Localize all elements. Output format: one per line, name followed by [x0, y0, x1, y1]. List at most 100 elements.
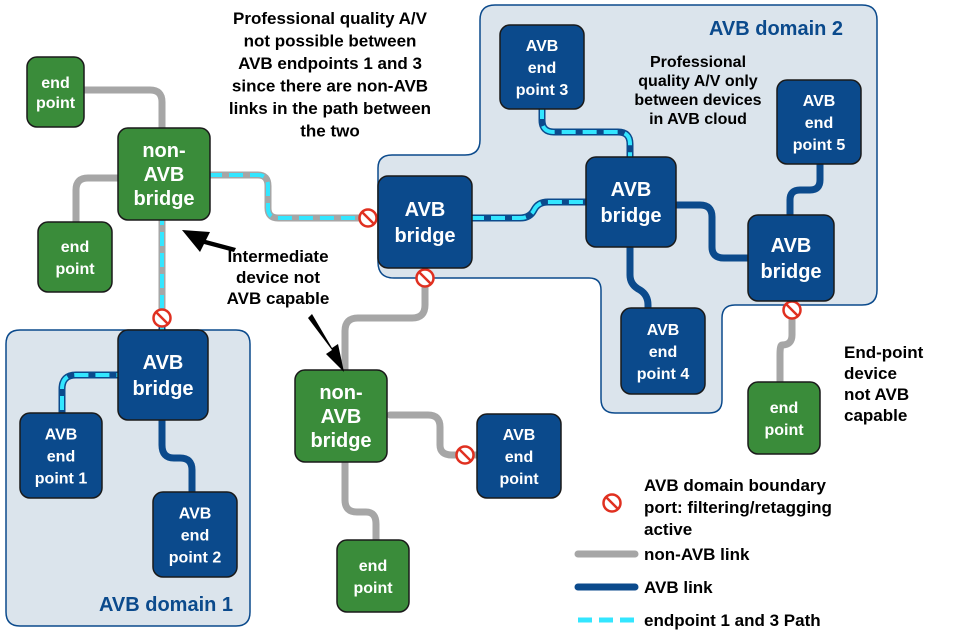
node-label-line: end	[41, 75, 69, 92]
node-label-line: bridge	[310, 430, 371, 452]
node-label-line: point 2	[169, 549, 222, 566]
node-label-line: bridge	[760, 261, 821, 283]
avb-node-avb-center: AVB bridge	[377, 175, 473, 269]
annotation-line: End-point	[844, 343, 924, 362]
node-label-line: AVB	[45, 426, 78, 443]
node-label-line: AVB	[611, 179, 652, 201]
avb-node-ep-center: AVB end point	[476, 413, 562, 499]
pointer-arrows	[182, 230, 344, 372]
node-label-line: AVB	[405, 199, 446, 221]
non-avb-node-end-tl: end point	[26, 56, 85, 128]
node-box	[294, 369, 388, 463]
endpoint-note: End-point device not AVB capable	[844, 343, 924, 425]
node-box	[117, 127, 211, 221]
node-label-line: non-	[319, 382, 362, 404]
node-box	[747, 381, 821, 455]
node-label-line: AVB	[144, 164, 185, 186]
annotation-line: Professional	[650, 54, 746, 71]
node-label-line: point	[353, 580, 393, 597]
node-label-line: bridge	[132, 378, 193, 400]
node-box	[476, 413, 562, 499]
legend-avb-label: AVB link	[644, 578, 713, 597]
legend-boundary-line-2: port: filtering/retagging	[644, 498, 832, 517]
annotation-line: not AVB	[844, 385, 909, 404]
node-label-line: AVB	[179, 505, 212, 522]
node-label-line: bridge	[394, 225, 455, 247]
node-box	[26, 56, 85, 128]
node-box	[336, 539, 410, 613]
node-box	[117, 329, 209, 421]
node-label-line: end	[649, 344, 677, 361]
node-label-line: AVB	[321, 406, 362, 428]
arrow-to-nonavb-2-icon	[308, 314, 344, 372]
arrow-to-nonavb-1-icon	[182, 230, 236, 252]
avb-node-ep1: AVB end point 1	[19, 412, 103, 499]
node-label-line: end	[359, 558, 387, 575]
node-box	[585, 156, 677, 248]
legend-boundary-icon	[602, 493, 622, 513]
legend: AVB domain boundary port: filtering/reta…	[574, 476, 832, 630]
node-label-line: end	[505, 449, 533, 466]
legend-boundary-line-1: AVB domain boundary	[644, 476, 827, 495]
node-box	[19, 412, 103, 499]
node-box	[747, 214, 835, 302]
boundary-port-icon	[782, 300, 802, 320]
legend-path-label: endpoint 1 and 3 Path	[644, 611, 821, 630]
node-label-line: point 1	[35, 470, 88, 487]
annotation-line: AVB capable	[227, 289, 330, 308]
node-label-line: point	[36, 95, 76, 112]
annotation-line: device not	[236, 268, 320, 287]
annotation-line: device	[844, 364, 897, 383]
node-label-line: non-	[142, 140, 185, 162]
boundary-port-icon	[415, 268, 435, 288]
node-label-line: end	[47, 448, 75, 465]
avb-node-ep2: AVB end point 2	[152, 491, 238, 578]
node-label-line: point	[499, 471, 539, 488]
node-box	[37, 221, 113, 293]
node-label-line: point	[764, 422, 804, 439]
node-box	[377, 175, 473, 269]
node-box	[620, 307, 706, 395]
annotation-line: Professional quality A/V	[233, 9, 428, 28]
legend-non-avb-label: non-AVB link	[644, 545, 750, 564]
node-label-line: end	[61, 239, 89, 256]
node-label-line: end	[181, 527, 209, 544]
annotation-line: links in the path between	[229, 99, 431, 118]
node-box	[499, 24, 585, 110]
avb-node-avb-right: AVB bridge	[747, 214, 835, 302]
domain-2-label: AVB domain 2	[709, 18, 843, 40]
avb-node-avb-left: AVB bridge	[117, 329, 209, 421]
avb-node-ep4: AVB end point 4	[620, 307, 706, 395]
annotation-line: AVB endpoints 1 and 3	[238, 54, 422, 73]
annotation-line: the two	[300, 122, 360, 141]
non-avb-node-end-bottom: end point	[336, 539, 410, 613]
node-label-line: point 4	[637, 366, 690, 383]
annotation-line: in AVB cloud	[649, 111, 747, 128]
annotation-line: capable	[844, 406, 907, 425]
non-avb-node-end-right: end point	[747, 381, 821, 455]
boundary-port-icon	[152, 308, 172, 328]
annotation-line: not possible between	[244, 32, 417, 51]
endpoint-1-3-path	[60, 105, 632, 410]
node-label-line: end	[770, 400, 798, 417]
node-label-line: AVB	[503, 427, 536, 444]
annotation-line: between devices	[634, 92, 761, 109]
node-label-line: AVB	[803, 93, 836, 110]
domain-1-label: AVB domain 1	[99, 594, 233, 616]
node-label-line: AVB	[143, 352, 184, 374]
node-label-line: bridge	[133, 188, 194, 210]
annotation-line: Intermediate	[227, 247, 328, 266]
node-label-line: AVB	[771, 235, 812, 257]
node-label-line: AVB	[647, 322, 680, 339]
node-label-line: end	[805, 115, 833, 132]
boundary-port-icon	[358, 208, 378, 228]
non-avb-node-end-ml: endpoint	[37, 221, 113, 293]
node-label-line: end	[528, 60, 556, 77]
